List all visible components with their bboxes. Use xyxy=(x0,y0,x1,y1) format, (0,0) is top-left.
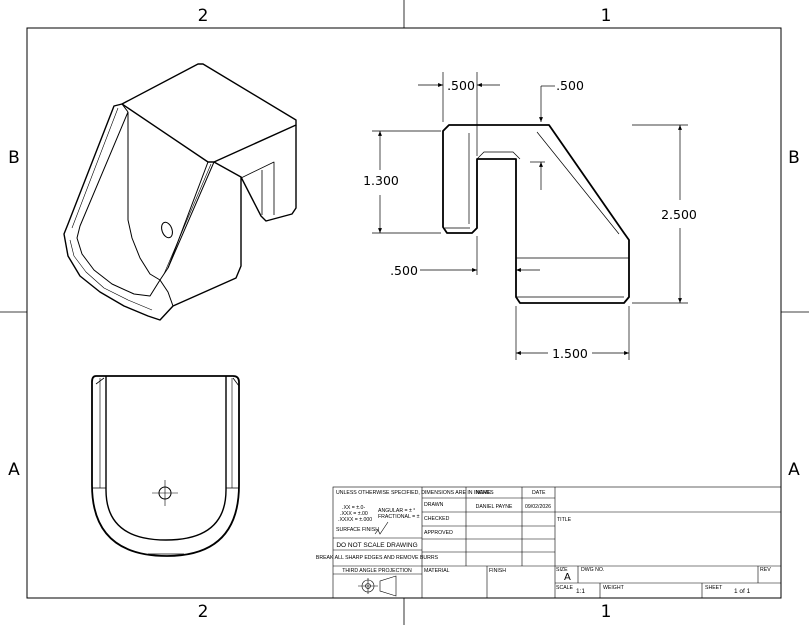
side-view-profile xyxy=(442,124,630,304)
dim-chamfer: .500 xyxy=(556,78,584,93)
tol-xxx: .XXX = ±.00 xyxy=(340,511,368,517)
scale-label: SCALE xyxy=(556,585,574,591)
tol-xxxx: .XXXX = ±.000 xyxy=(338,517,372,523)
sheet-value: 1 of 1 xyxy=(734,588,751,595)
title-label: TITLE xyxy=(557,517,572,523)
dim-overall-width: 1.500 xyxy=(552,346,588,361)
material-label: MATERIAL xyxy=(424,568,450,574)
scale-value: 1:1 xyxy=(576,588,585,595)
zone-label-right-b: B xyxy=(788,148,800,168)
break-edges-note: BREAK ALL SHARP EDGES AND REMOVE BURRS xyxy=(316,555,439,561)
zone-label-top-left: 2 xyxy=(198,6,209,26)
isometric-view xyxy=(63,63,297,321)
dimension-lines xyxy=(372,72,688,360)
dwg-no-label: DWG NO. xyxy=(581,567,604,573)
zone-label-bottom-left: 2 xyxy=(198,602,209,622)
dim-top-left-width: .500 xyxy=(447,78,475,93)
zone-label-bottom-right: 1 xyxy=(601,602,612,622)
tol-xx: .XX = ±.0- xyxy=(342,505,365,511)
side-view-edges xyxy=(445,131,629,298)
finish-label: FINISH xyxy=(489,568,506,574)
col-name-header: NAME xyxy=(476,490,492,496)
zone-label-top-right: 1 xyxy=(601,6,612,26)
size-value: A xyxy=(564,572,571,583)
size-label: SIZE xyxy=(556,567,568,573)
row-checked: CHECKED xyxy=(424,516,450,522)
row-approved: APPROVED xyxy=(424,530,453,536)
surface-finish-label: SURFACE FINISH xyxy=(336,527,379,533)
zone-label-right-a: A xyxy=(788,460,800,480)
weight-label: WEIGHT xyxy=(603,585,625,591)
drawn-name: DANIEL PAYNE xyxy=(476,504,513,510)
drawn-date: 09/02/2026 xyxy=(525,504,551,510)
col-date-header: DATE xyxy=(532,490,546,496)
do-not-scale-note: DO NOT SCALE DRAWING xyxy=(336,542,417,549)
row-drawn: DRAWN xyxy=(424,502,444,508)
tolerance-header: UNLESS OTHERWISE SPECIFIED, DIMENSIONS A… xyxy=(336,490,494,496)
zone-label-left-b: B xyxy=(8,148,20,168)
dim-overall-height: 2.500 xyxy=(661,207,697,222)
tol-angular: ANGULAR = ± ° xyxy=(378,508,415,514)
title-block xyxy=(332,486,782,599)
tol-fractional: FRACTIONAL = ± xyxy=(378,514,420,520)
sheet-label: SHEET xyxy=(705,585,723,591)
dim-left-height: 1.300 xyxy=(363,173,399,188)
rev-label: REV xyxy=(760,567,771,573)
zone-label-left-a: A xyxy=(8,460,20,480)
projection-label: THIRD ANGLE PROJECTION xyxy=(342,568,412,574)
plan-view xyxy=(91,375,240,557)
dim-slot-width: .500 xyxy=(390,263,418,278)
